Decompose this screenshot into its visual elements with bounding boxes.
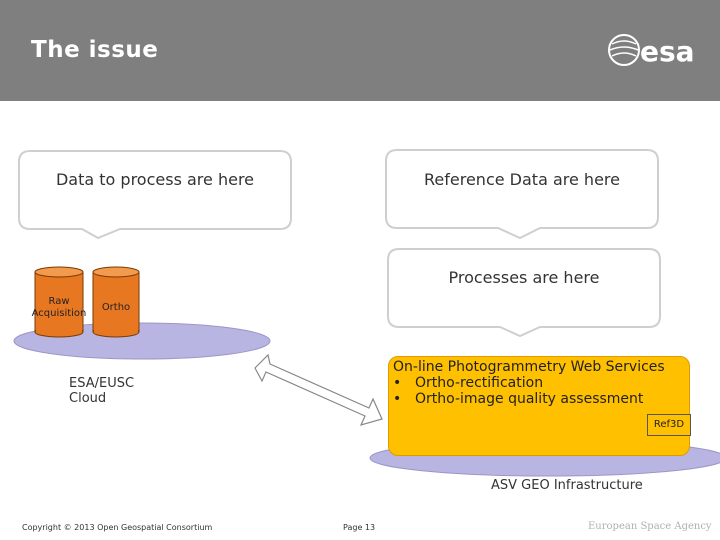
bullet: • [393,391,402,407]
cylinder-ortho [92,266,140,338]
bubble-data-to-process-text: Data to process are here [55,170,255,189]
slide-title: The issue [31,37,159,63]
services-panel [388,356,690,456]
services-item: • Ortho-image quality assessment [393,391,665,407]
services-text: On-line Photogrammetry Web Services • Ort… [393,359,665,407]
infrastructure-label: ASV GEO Infrastructure [491,478,643,493]
esa-logo-text: esa [640,35,695,68]
services-title: On-line Photogrammetry Web Services [393,359,665,375]
footer-page-number: Page 13 [343,523,376,532]
bubble-data-to-process [18,150,292,240]
bubble-reference-data-text: Reference Data are here [424,170,620,189]
cylinder-raw-label: Raw Acquisition [28,296,90,320]
services-item-label: Ortho-rectification [415,375,544,391]
cylinder-raw-acquisition [34,266,84,338]
services-item-label: Ortho-image quality assessment [415,391,644,407]
footer-copyright: Copyright © 2013 Open Geospatial Consort… [22,523,213,532]
footer-agency: European Space Agency [588,521,712,532]
esa-logo: esa [608,34,695,68]
cloud-label-line2: Cloud [69,391,107,406]
bubble-processes-text: Processes are here [448,268,600,287]
cylinder-raw-label-line1: Raw [48,296,70,307]
ref3d-box: Ref3D [647,414,691,436]
cloud-label: ESA/EUSC Cloud [69,376,134,406]
cylinder-ortho-label-line1: Ortho [101,302,131,313]
cylinder-ortho-label: Ortho [93,302,139,314]
bubble-reference-data [385,149,659,240]
bubble-processes [387,248,661,338]
double-arrow [254,353,383,426]
bullet: • [393,375,402,391]
slide-header: The issue esa [0,0,720,101]
cylinder-raw-label-line2: Acquisition [31,308,87,319]
cloud-label-line1: ESA/EUSC [69,376,135,391]
services-item: • Ortho-rectification [393,375,665,391]
